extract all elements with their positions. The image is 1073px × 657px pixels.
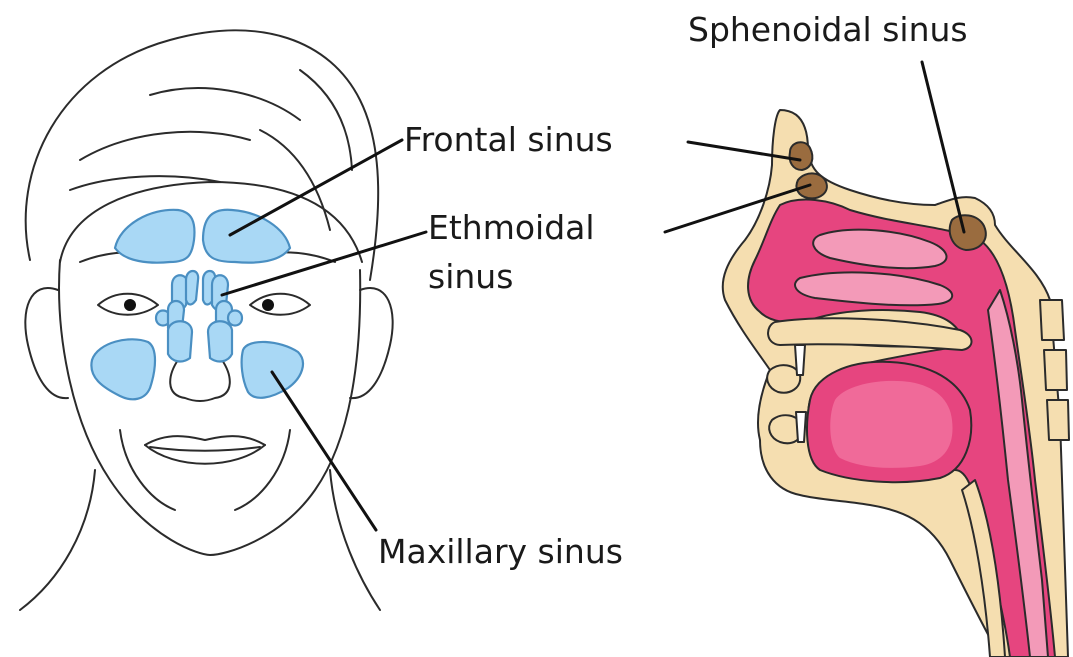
- vertebra: [1040, 300, 1064, 340]
- vertebra: [1044, 350, 1067, 390]
- tooth-lower: [796, 412, 806, 442]
- vertebra: [1047, 400, 1069, 440]
- left-ear: [25, 288, 68, 398]
- nose: [170, 360, 230, 401]
- maxillary-sinus-label: Maxillary sinus: [378, 532, 623, 572]
- ethmoidal-cell: [228, 311, 242, 326]
- ethmoidal-cell: [208, 321, 232, 361]
- sagittal-head-icon: [723, 110, 1069, 657]
- hair-outline: [26, 30, 379, 280]
- lip-upper: [767, 365, 800, 393]
- neck-right: [330, 470, 380, 610]
- jaw-line: [235, 430, 290, 510]
- right-ear: [350, 288, 393, 398]
- ethmoidal-sinus-label-line2: sinus: [428, 257, 513, 297]
- mouth-upper: [145, 436, 265, 445]
- jaw-line: [120, 430, 175, 510]
- ethmoidal-sinus-label-line1: Ethmoidal: [428, 208, 595, 248]
- right-pupil: [262, 299, 274, 311]
- frontal-sinus-left: [115, 210, 194, 263]
- maxillary-sinus-left: [91, 339, 155, 399]
- sagittal-sphenoidal-sinus: [950, 215, 986, 250]
- left-pupil: [124, 299, 136, 311]
- ethmoidal-cell: [168, 321, 192, 361]
- hair-strand: [80, 132, 250, 160]
- frontal-sinus-right: [203, 210, 290, 263]
- front-face-icon: [20, 30, 393, 610]
- hair-strand: [300, 70, 352, 170]
- neck-left: [20, 470, 95, 610]
- tooth-upper: [795, 345, 805, 375]
- right-eye: [250, 294, 310, 315]
- sagittal-frontal-sinus: [790, 142, 813, 170]
- hair-strand: [150, 88, 300, 120]
- ethmoidal-cell: [186, 271, 198, 305]
- maxillary-sinus-right: [242, 342, 303, 398]
- hair-strand: [260, 130, 330, 230]
- tongue-muscle: [830, 381, 952, 468]
- sphenoidal-sinus-label: Sphenoidal sinus: [688, 10, 968, 50]
- frontal-sinus-label: Frontal sinus: [404, 120, 613, 160]
- sagittal-ethmoidal-sinus: [796, 173, 826, 198]
- mouth-line: [150, 447, 260, 451]
